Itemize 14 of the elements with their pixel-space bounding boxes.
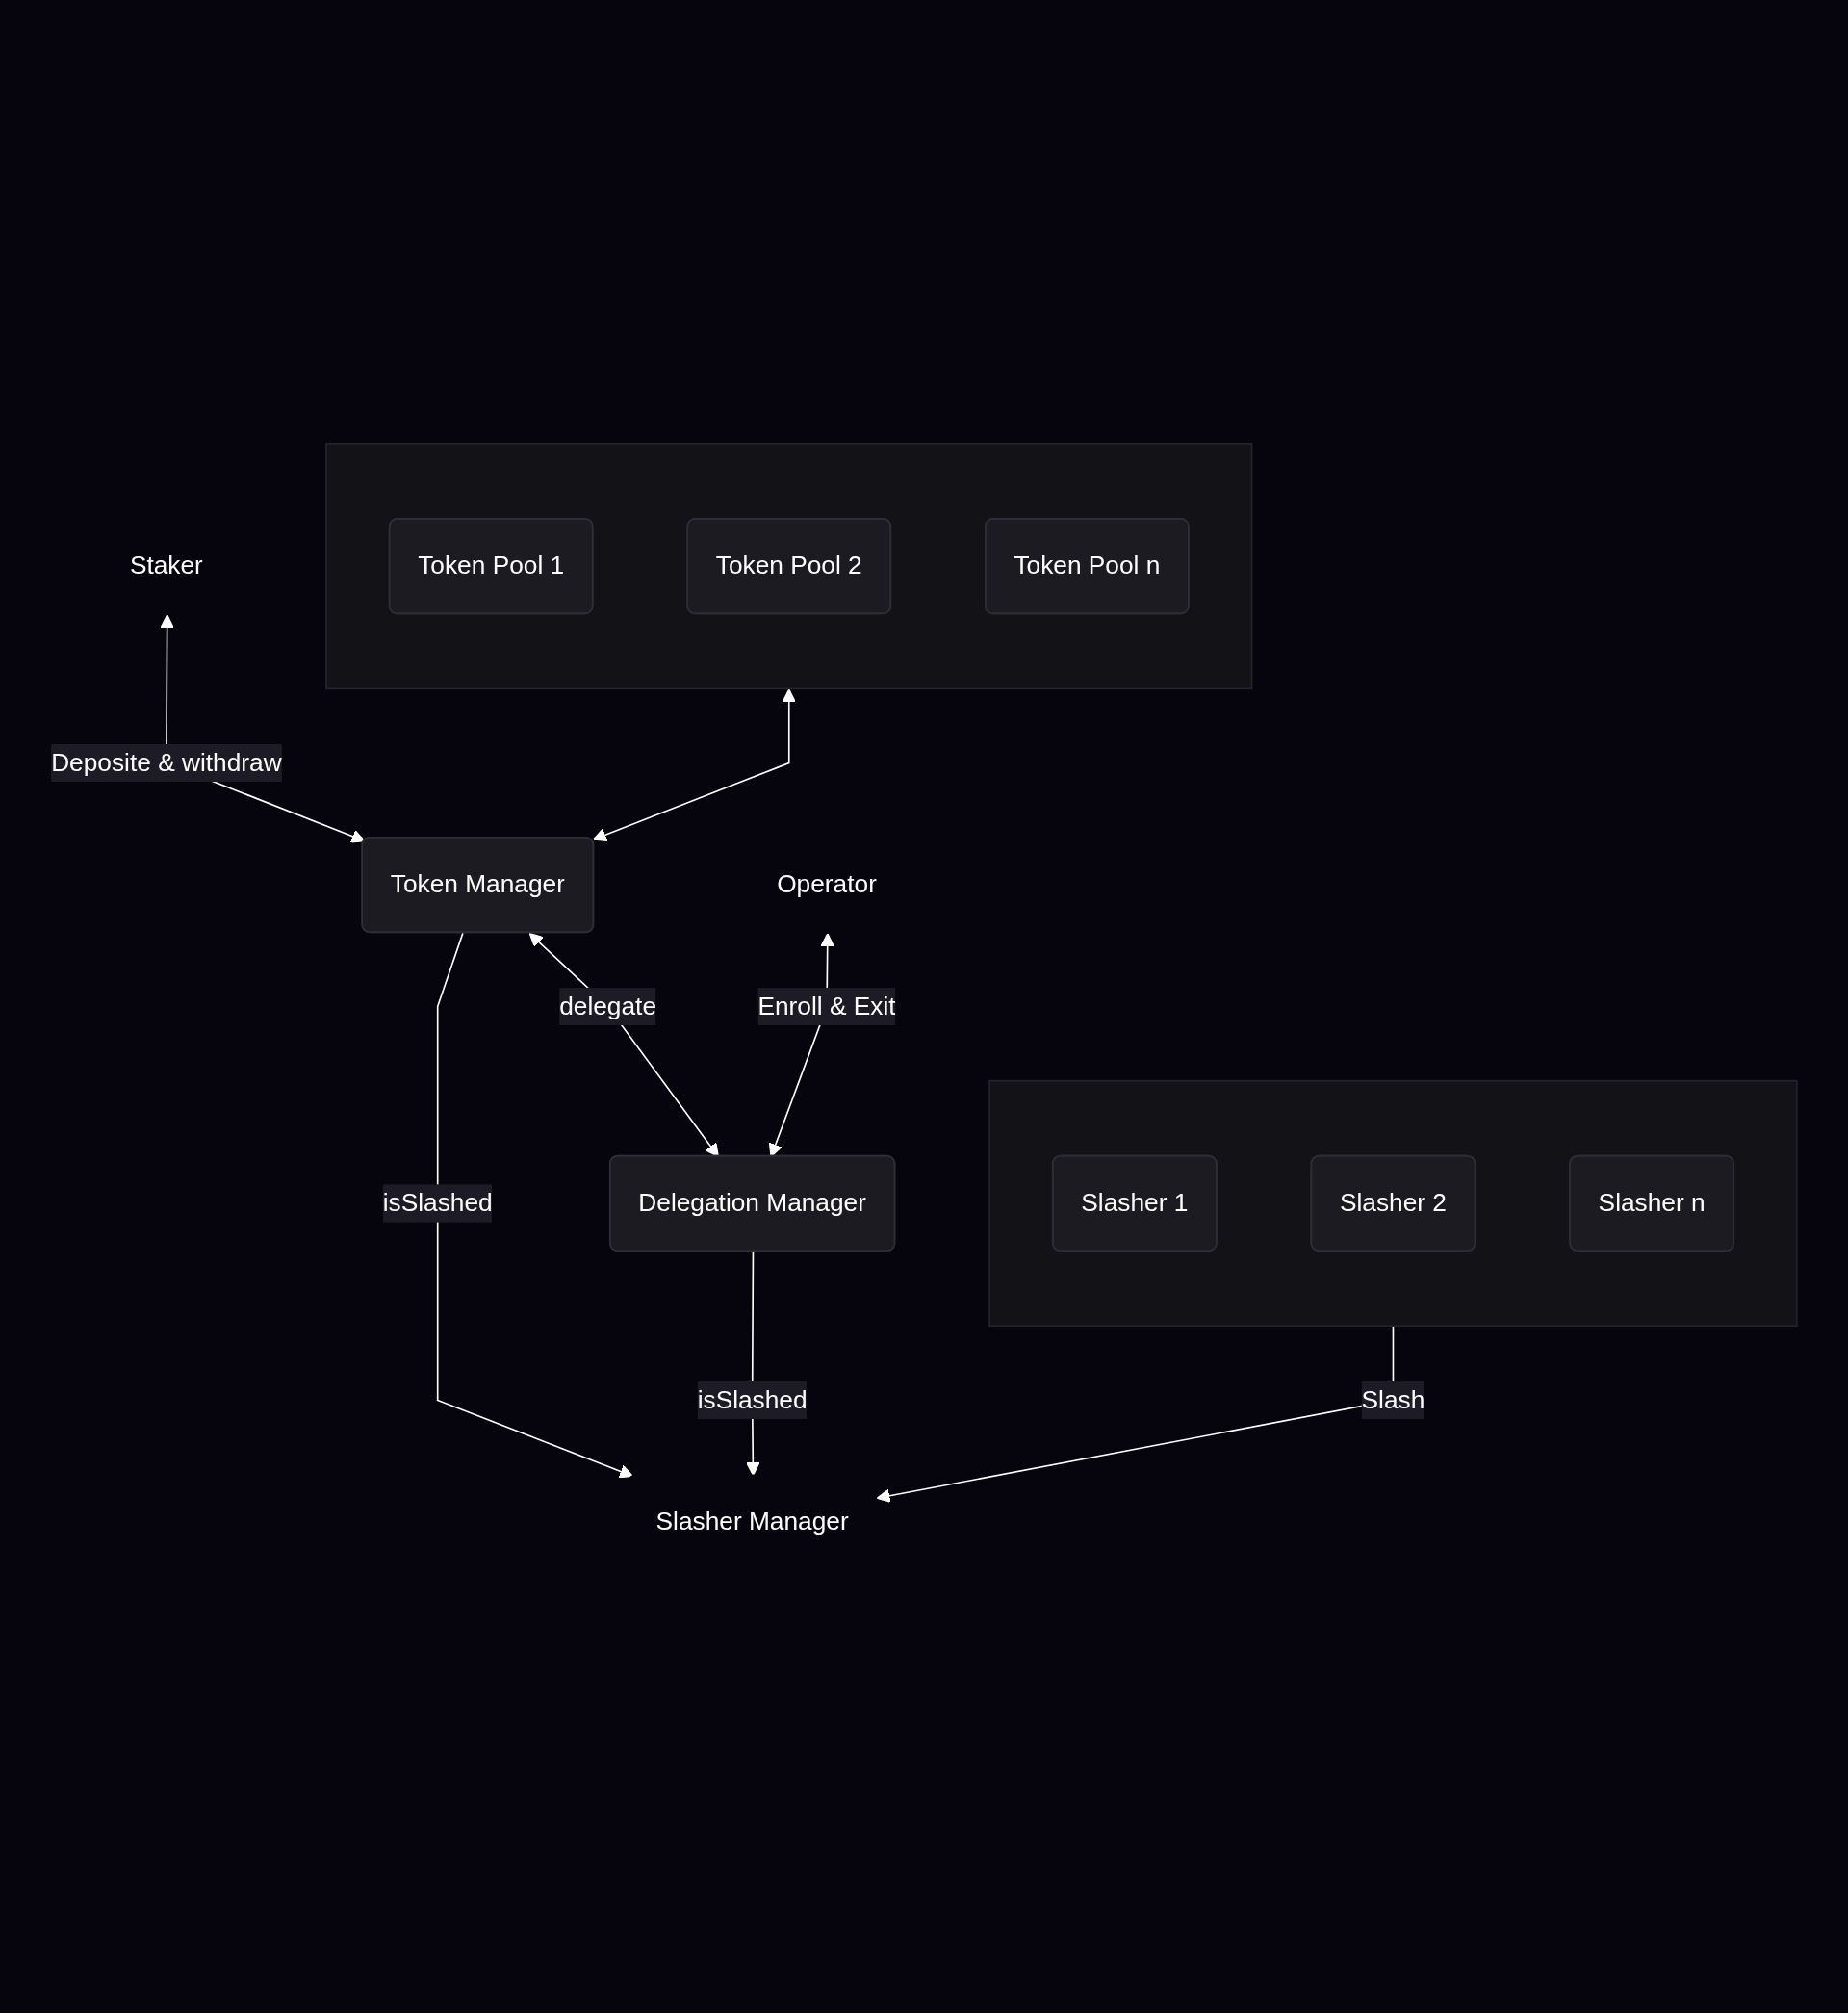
edge-label: Enroll & Exit bbox=[757, 992, 896, 1019]
edge-label: Slash bbox=[1361, 1385, 1425, 1413]
node-text: Staker bbox=[129, 552, 203, 580]
arrow bbox=[876, 1325, 1395, 1503]
edge-label: Deposite & withdraw bbox=[51, 748, 282, 776]
node-text: Slasher Manager bbox=[655, 1508, 849, 1536]
cluster bbox=[325, 443, 1253, 690]
edge-label: isSlashed bbox=[697, 1385, 808, 1413]
arrow bbox=[592, 688, 796, 842]
cluster bbox=[988, 1079, 1798, 1328]
arrow bbox=[436, 932, 633, 1479]
node-text: Operator bbox=[777, 870, 877, 898]
edge-label: isSlashed bbox=[382, 1189, 493, 1217]
edge-label: delegate bbox=[559, 992, 656, 1019]
